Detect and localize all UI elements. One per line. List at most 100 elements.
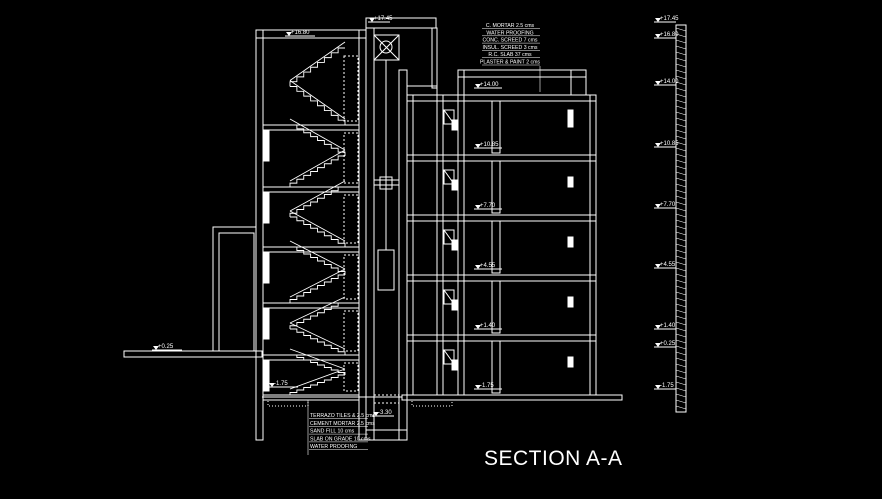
corridor-slab (406, 154, 459, 162)
scale-hatch (675, 183, 687, 188)
scale-level-label-marker (655, 143, 661, 147)
stair-handrail (289, 149, 346, 182)
window-mark (451, 359, 458, 371)
corridor-block (406, 85, 459, 396)
stair-steps (289, 274, 345, 303)
stair-steps (289, 302, 345, 329)
stair-landing-slab (262, 302, 360, 309)
stair-handrail (289, 180, 346, 212)
lift-sheave (379, 176, 393, 190)
scale-hatch (675, 405, 687, 410)
window-mark (567, 296, 574, 308)
scale-hatch (675, 123, 687, 128)
building-level-label: +14.00 (480, 82, 499, 88)
corridor-slab (406, 94, 459, 102)
scale-level-label: +16.80 (660, 32, 679, 38)
scale-hatch (675, 39, 687, 44)
roof-layer-item: C. MORTAR 2.5 cms (486, 23, 535, 29)
building-level-label: +4.55 (480, 263, 496, 269)
stair-handrail (289, 41, 346, 81)
scale-level-label-marker (655, 34, 661, 38)
scale-level-label-marker (655, 343, 661, 347)
building-level-label: +7.70 (480, 203, 496, 209)
scale-level-label-marker (655, 325, 661, 329)
stair-handrail (289, 240, 346, 270)
scale-hatch (675, 51, 687, 56)
floor-slab (457, 94, 597, 102)
scale-hatch (675, 111, 687, 116)
beam (491, 100, 501, 154)
scale-hatch (675, 261, 687, 266)
floor-slab (457, 154, 597, 162)
window-mark (567, 176, 574, 188)
level-scale (675, 24, 687, 413)
scale-hatch (675, 237, 687, 242)
building-level-label: -1.75 (480, 383, 494, 389)
stair-steps (290, 246, 346, 275)
stair-steps (289, 155, 345, 187)
stair-landing-slab (262, 186, 360, 193)
building-level-label-marker (475, 144, 481, 148)
scale-hatch (675, 99, 687, 104)
stair-landing (343, 132, 359, 184)
stair-landing (343, 310, 359, 352)
stair-handrail (289, 210, 346, 242)
beam (491, 220, 501, 274)
beam (491, 160, 501, 214)
scale-hatch (675, 159, 687, 164)
stair-level-label: -1.75 (274, 381, 288, 387)
ground-lines (123, 350, 623, 401)
scale-hatch (675, 201, 687, 206)
scale-hatch (675, 153, 687, 158)
scale-hatch (675, 285, 687, 290)
stair-steps (289, 186, 345, 217)
stair-steps (290, 216, 346, 247)
stair-steps (290, 328, 346, 355)
floor-layer-item: TERRAZO TILES & 2.5 cms (310, 413, 375, 419)
floor-layer-item: SLAB ON GRADE 10 cms (310, 436, 371, 442)
scale-level-label-marker (655, 81, 661, 85)
scale-hatch (675, 387, 687, 392)
scale-hatch (675, 363, 687, 368)
scale-hatch (675, 129, 687, 134)
scale-hatch (675, 171, 687, 176)
wall-opening-mark (262, 192, 270, 224)
scale-hatch (675, 105, 687, 110)
scale-level-label: +10.85 (660, 141, 679, 147)
scale-hatch (675, 339, 687, 344)
foundation-hatch (411, 399, 453, 407)
scale-hatch (675, 219, 687, 224)
scale-level-label: +7.70 (660, 202, 676, 208)
stair-handrail (289, 322, 346, 350)
stair-flight (289, 240, 359, 303)
floor-slab (457, 334, 597, 342)
window-mark (451, 119, 458, 131)
scale-hatch (675, 81, 687, 86)
building-level-label-marker (475, 385, 481, 389)
shaft-level-label: -3.30 (378, 410, 392, 416)
door-frame (443, 169, 455, 185)
scale-hatch (675, 45, 687, 50)
scale-hatch (675, 165, 687, 170)
scale-hatch (675, 63, 687, 68)
building-level-label: +10.85 (480, 142, 499, 148)
level-labels: +16.80+0.25-1.75+17.45-3.30+14.00+10.85+… (152, 16, 679, 417)
wall-opening-mark (262, 360, 270, 392)
scale-hatch (675, 135, 687, 140)
scale-hatch (675, 327, 687, 332)
corridor-wall (406, 94, 414, 396)
door-frame (443, 349, 455, 365)
window-mark (451, 239, 458, 251)
stair-flight (289, 180, 359, 247)
roof-layer-item: PLASTER & PAINT 2 cms (480, 60, 540, 66)
stair-landing (343, 194, 359, 244)
door-frame (443, 289, 455, 305)
scale-level-label: +14.00 (660, 79, 679, 85)
stair-block (212, 29, 367, 441)
scale-hatch (675, 315, 687, 320)
corridor-slab (406, 214, 459, 222)
scale-level-label: +0.25 (660, 341, 676, 347)
floor-layer-item: SAND FILL 10 cms (310, 429, 355, 435)
stair-steps (289, 374, 345, 395)
